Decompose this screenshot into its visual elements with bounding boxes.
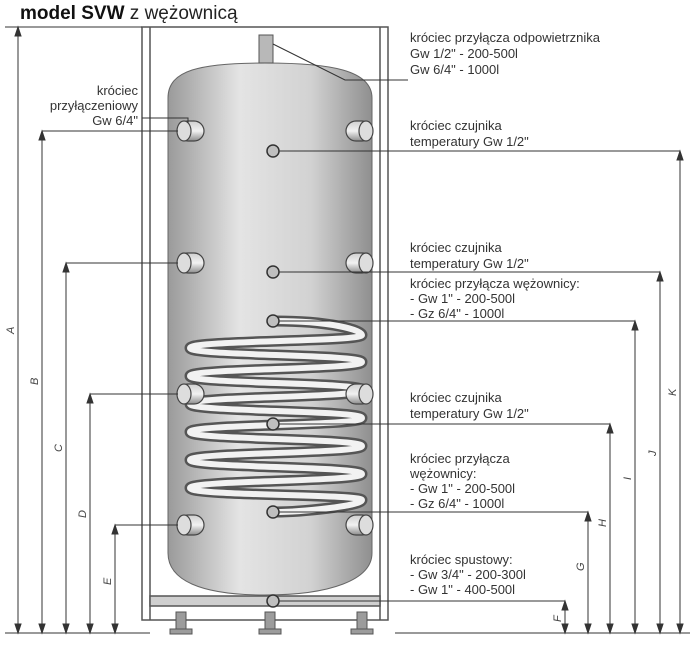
- callout-connection: króciec przyłączeniowy Gw 6/4": [50, 83, 139, 128]
- svg-text:króciec czujnika: króciec czujnika: [410, 240, 503, 255]
- nozzle-coil-right: [345, 383, 374, 405]
- svg-text:- Gw 3/4" - 200-300l: - Gw 3/4" - 200-300l: [410, 567, 526, 582]
- nozzle-coil-left: [176, 383, 205, 405]
- dimension-lines: [14, 25, 684, 635]
- callout-sensor-3: króciec czujnika temperatury Gw 1/2": [410, 390, 529, 421]
- svg-text:króciec przyłącza odpowietrzni: króciec przyłącza odpowietrznika: [410, 30, 601, 45]
- svg-text:temperatury Gw 1/2": temperatury Gw 1/2": [410, 134, 529, 149]
- sensor-port-3: [266, 417, 280, 431]
- leader-lines: [5, 26, 690, 634]
- callout-coil-inlet: króciec przyłącza wężownicy: - Gw 1" - 2…: [410, 276, 580, 321]
- nozzle-bottom-right: [345, 514, 374, 536]
- coil-inlet-port: [266, 314, 280, 328]
- dim-label-i: I: [622, 477, 634, 480]
- svg-text:króciec czujnika: króciec czujnika: [410, 118, 503, 133]
- coil-outlet-port: [266, 505, 280, 519]
- dim-label-d: D: [77, 510, 89, 518]
- dim-label-k: K: [667, 388, 679, 396]
- svg-text:- Gz 6/4" - 1000l: - Gz 6/4" - 1000l: [410, 496, 504, 511]
- callout-sensor-1: króciec czujnika temperatury Gw 1/2": [410, 118, 529, 149]
- nozzle-mid-left: [176, 252, 205, 274]
- dim-label-e: E: [102, 577, 114, 585]
- svg-text:wężownicy:: wężownicy:: [409, 466, 476, 481]
- dim-label-g: G: [575, 562, 587, 571]
- svg-text:króciec spustowy:: króciec spustowy:: [410, 552, 513, 567]
- vent-pipe: [258, 34, 274, 64]
- svg-text:Gw 6/4": Gw 6/4": [92, 113, 138, 128]
- dim-label-j: J: [647, 450, 659, 457]
- nozzle-top-left: [176, 120, 205, 142]
- sensor-port-2: [266, 265, 280, 279]
- svg-text:króciec przyłącza: króciec przyłącza: [410, 451, 510, 466]
- dim-label-f: F: [552, 614, 564, 622]
- callout-coil-outlet: króciec przyłącza wężownicy: - Gw 1" - 2…: [409, 451, 515, 511]
- sensor-port-1: [266, 144, 280, 158]
- dimension-labels: A B C D E F G H I J K: [5, 327, 679, 622]
- svg-text:króciec: króciec: [97, 83, 139, 98]
- nozzle-bottom-left: [176, 514, 205, 536]
- nozzle-top-right: [345, 120, 374, 142]
- svg-text:- Gz 6/4" - 1000l: - Gz 6/4" - 1000l: [410, 306, 504, 321]
- svg-text:króciec przyłącza wężownicy:: króciec przyłącza wężownicy:: [410, 276, 580, 291]
- callout-drain: króciec spustowy: - Gw 3/4" - 200-300l -…: [410, 552, 526, 597]
- svg-text:Gw 6/4" - 1000l: Gw 6/4" - 1000l: [410, 62, 499, 77]
- callout-vent: króciec przyłącza odpowietrznika Gw 1/2"…: [410, 30, 601, 77]
- svg-text:króciec czujnika: króciec czujnika: [410, 390, 503, 405]
- dim-label-c: C: [53, 444, 65, 452]
- dim-label-a: A: [5, 327, 17, 335]
- dim-label-b: B: [29, 378, 41, 385]
- heat-exchanger-coil: [184, 315, 368, 518]
- svg-text:Gw 1/2" - 200-500l: Gw 1/2" - 200-500l: [410, 46, 518, 61]
- dim-label-h: H: [597, 519, 609, 527]
- tank-legs: [169, 611, 374, 635]
- svg-text:temperatury Gw 1/2": temperatury Gw 1/2": [410, 256, 529, 271]
- side-nozzles: [176, 120, 374, 536]
- svg-text:- Gw 1" - 400-500l: - Gw 1" - 400-500l: [410, 582, 515, 597]
- svg-text:temperatury Gw 1/2": temperatury Gw 1/2": [410, 406, 529, 421]
- nozzle-mid-right: [345, 252, 374, 274]
- svg-text:- Gw 1" - 200-500l: - Gw 1" - 200-500l: [410, 481, 515, 496]
- drain-port: [266, 594, 280, 608]
- svg-text:przyłączeniowy: przyłączeniowy: [50, 98, 139, 113]
- diagram-title: model SVW z wężownicą: [20, 3, 238, 24]
- callout-sensor-2: króciec czujnika temperatury Gw 1/2": [410, 240, 529, 271]
- svg-text:- Gw 1" - 200-500l: - Gw 1" - 200-500l: [410, 291, 515, 306]
